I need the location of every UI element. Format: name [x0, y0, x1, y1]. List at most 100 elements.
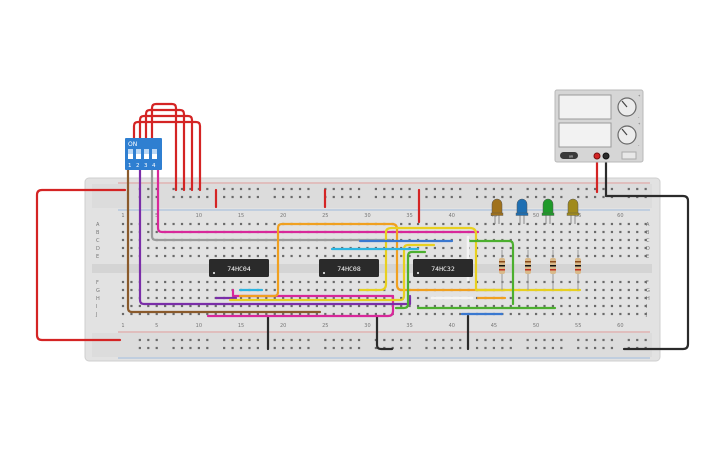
rail-hole[interactable] — [459, 346, 462, 350]
rail-hole[interactable] — [273, 346, 276, 350]
breadboard-hole[interactable] — [585, 312, 588, 316]
breadboard-hole[interactable] — [273, 280, 276, 284]
breadboard-hole[interactable] — [248, 280, 251, 284]
breadboard-hole[interactable] — [155, 230, 158, 234]
resistor-3[interactable] — [550, 250, 556, 290]
rail-hole[interactable] — [248, 187, 251, 191]
breadboard-hole[interactable] — [197, 280, 200, 284]
breadboard-hole[interactable] — [400, 280, 403, 284]
breadboard-hole[interactable] — [644, 238, 647, 242]
breadboard-hole[interactable] — [636, 222, 639, 226]
breadboard-hole[interactable] — [644, 254, 647, 258]
breadboard-hole[interactable] — [585, 254, 588, 258]
breadboard-hole[interactable] — [121, 296, 125, 300]
breadboard-hole[interactable] — [518, 230, 521, 234]
breadboard-hole[interactable] — [366, 254, 369, 258]
breadboard-hole[interactable] — [484, 230, 487, 234]
breadboard-hole[interactable] — [526, 304, 529, 308]
breadboard-hole[interactable] — [408, 312, 411, 316]
breadboard-hole[interactable] — [644, 280, 647, 284]
breadboard-hole[interactable] — [459, 254, 462, 258]
breadboard-hole[interactable] — [526, 238, 529, 242]
breadboard-hole[interactable] — [391, 288, 394, 292]
breadboard-hole[interactable] — [551, 230, 555, 234]
breadboard-hole[interactable] — [273, 312, 276, 316]
breadboard-hole[interactable] — [206, 222, 209, 226]
breadboard-hole[interactable] — [501, 246, 504, 250]
breadboard-hole[interactable] — [433, 312, 437, 316]
breadboard-hole[interactable] — [315, 254, 318, 258]
breadboard-hole[interactable] — [290, 280, 293, 284]
breadboard-hole[interactable] — [627, 288, 630, 292]
breadboard-hole[interactable] — [560, 304, 563, 308]
rail-hole[interactable] — [610, 338, 614, 342]
breadboard-hole[interactable] — [484, 280, 487, 284]
breadboard-hole[interactable] — [206, 296, 209, 300]
breadboard-hole[interactable] — [551, 312, 555, 316]
breadboard-hole[interactable] — [534, 280, 538, 284]
breadboard-hole[interactable] — [602, 222, 605, 226]
rail-hole[interactable] — [197, 187, 200, 191]
rail-hole[interactable] — [400, 195, 403, 199]
breadboard-hole[interactable] — [147, 254, 150, 258]
breadboard-hole[interactable] — [248, 222, 251, 226]
rail-hole[interactable] — [492, 195, 496, 199]
breadboard-hole[interactable] — [155, 312, 158, 316]
breadboard-hole[interactable] — [492, 304, 496, 308]
breadboard-hole[interactable] — [425, 312, 428, 316]
breadboard-hole[interactable] — [425, 280, 428, 284]
breadboard-hole[interactable] — [332, 312, 335, 316]
rail-hole[interactable] — [408, 346, 411, 350]
breadboard-hole[interactable] — [636, 238, 639, 242]
breadboard-hole[interactable] — [577, 312, 580, 316]
breadboard-hole[interactable] — [214, 246, 217, 250]
rail-hole[interactable] — [282, 195, 285, 199]
breadboard-hole[interactable] — [349, 280, 352, 284]
breadboard-hole[interactable] — [543, 312, 546, 316]
rail-hole[interactable] — [172, 338, 175, 342]
rail-hole[interactable] — [560, 195, 563, 199]
rail-hole[interactable] — [332, 346, 335, 350]
breadboard-hole[interactable] — [577, 296, 580, 300]
wire-red-dip-2[interactable] — [144, 108, 186, 192]
breadboard-hole[interactable] — [425, 246, 428, 250]
rail-hole[interactable] — [290, 187, 293, 191]
rail-hole[interactable] — [206, 187, 209, 191]
breadboard-hole[interactable] — [644, 312, 647, 316]
wire-red-rail-loop[interactable] — [35, 188, 127, 342]
rail-hole[interactable] — [433, 187, 437, 191]
breadboard-hole[interactable] — [290, 312, 293, 316]
breadboard-hole[interactable] — [636, 246, 639, 250]
breadboard-hole[interactable] — [400, 296, 403, 300]
breadboard-hole[interactable] — [172, 222, 175, 226]
breadboard-hole[interactable] — [492, 280, 496, 284]
rail-hole[interactable] — [509, 195, 512, 199]
resistor-2[interactable] — [525, 250, 531, 290]
rail-hole[interactable] — [509, 338, 512, 342]
breadboard-hole[interactable] — [509, 296, 512, 300]
rail-hole[interactable] — [307, 187, 310, 191]
rail-hole[interactable] — [147, 195, 150, 199]
wire-gray-a[interactable] — [150, 166, 392, 242]
breadboard-hole[interactable] — [189, 312, 192, 316]
rail-hole[interactable] — [593, 187, 597, 191]
breadboard-hole[interactable] — [307, 312, 310, 316]
breadboard-hole[interactable] — [307, 296, 310, 300]
breadboard-hole[interactable] — [180, 280, 184, 284]
breadboard-hole[interactable] — [239, 280, 243, 284]
breadboard-hole[interactable] — [534, 312, 538, 316]
breadboard-hole[interactable] — [408, 222, 411, 226]
rail-hole[interactable] — [602, 346, 605, 350]
breadboard-hole[interactable] — [130, 304, 133, 308]
rail-hole[interactable] — [248, 338, 251, 342]
breadboard-hole[interactable] — [560, 254, 563, 258]
breadboard-hole[interactable] — [416, 312, 420, 316]
rail-hole[interactable] — [298, 346, 302, 350]
breadboard-hole[interactable] — [256, 222, 259, 226]
breadboard-hole[interactable] — [627, 280, 630, 284]
breadboard-hole[interactable] — [509, 246, 512, 250]
breadboard-hole[interactable] — [509, 312, 512, 316]
breadboard-hole[interactable] — [256, 312, 259, 316]
breadboard-hole[interactable] — [341, 296, 344, 300]
